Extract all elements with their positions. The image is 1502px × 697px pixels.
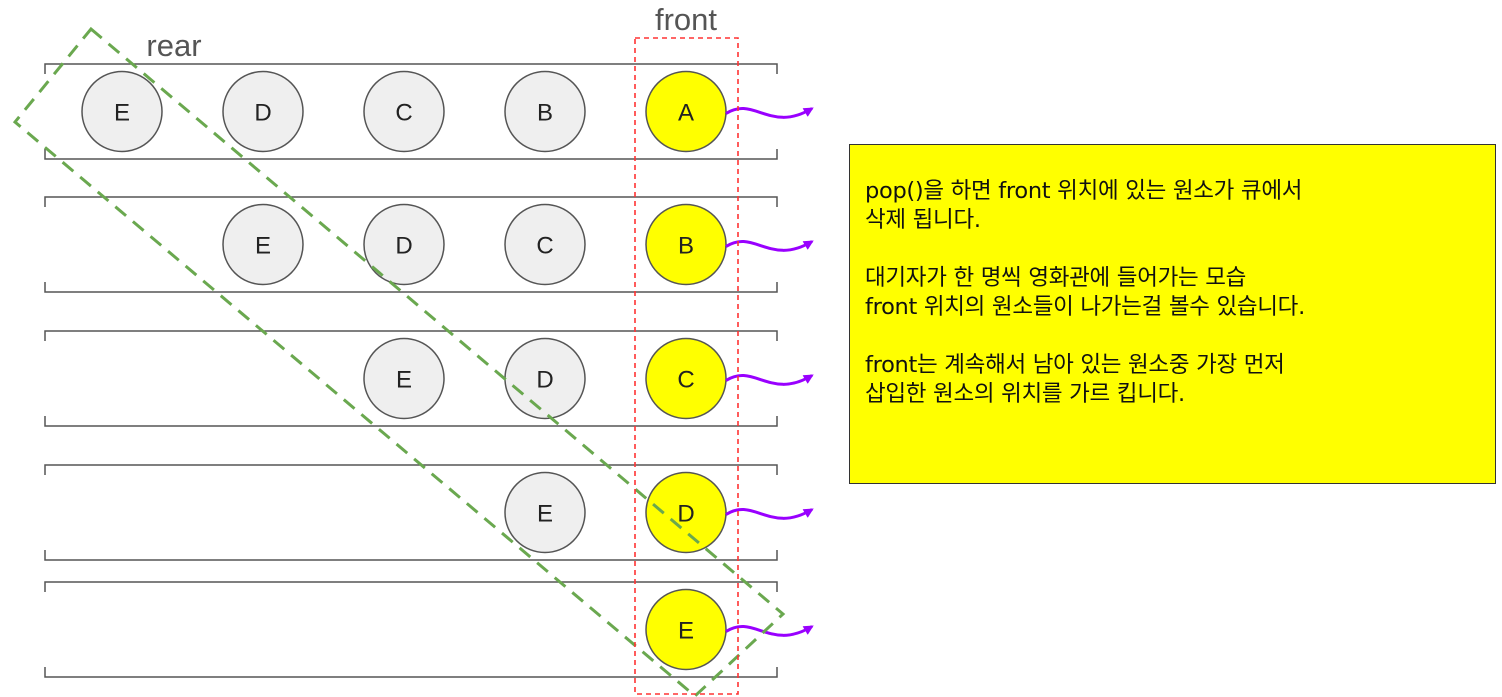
node-label: E: [537, 501, 553, 528]
note-line: 삭제 됩니다.: [865, 207, 981, 233]
node-label: E: [255, 233, 271, 260]
node-label: E: [678, 618, 694, 645]
queued-node: [222, 203, 304, 286]
pop-exit-arrow: [725, 374, 814, 386]
front-node: [645, 588, 727, 671]
queued-node: [363, 70, 445, 153]
pop-exit-arrow: [725, 240, 814, 252]
pop-exit-arrow: [725, 508, 814, 520]
front-node: [645, 203, 727, 286]
node-label: D: [536, 367, 553, 394]
note-spacer: [865, 322, 1495, 351]
front-node: [645, 471, 727, 554]
front-label: front: [655, 2, 717, 37]
node-label: B: [537, 100, 553, 127]
rear-marker: [12, 26, 786, 697]
note-line: front는 계속해서 남아 있는 원소중 가장 먼저: [865, 352, 1285, 378]
queue-row: E: [44, 581, 814, 678]
node-label: C: [536, 233, 553, 260]
rear-label: rear: [146, 28, 201, 63]
queue-frame: [44, 330, 778, 427]
node-label: D: [395, 233, 412, 260]
queued-node: [504, 203, 586, 286]
node-label: D: [254, 100, 271, 127]
queued-node: [363, 337, 445, 420]
queued-node: [504, 70, 586, 153]
front-marker: [634, 37, 739, 695]
pop-exit-arrow: [725, 107, 814, 119]
node-label: A: [678, 100, 694, 127]
queue-frame: [44, 464, 778, 561]
queued-node: [222, 70, 304, 153]
queued-node: [81, 70, 163, 153]
note-line: 대기자가 한 명씩 영화관에 들어가는 모습: [865, 265, 1247, 291]
node-label: E: [114, 100, 130, 127]
note-spacer: [865, 235, 1495, 264]
note-line: pop()을 하면 front 위치에 있는 원소가 큐에서: [865, 178, 1303, 204]
queue-frame: [44, 196, 778, 293]
front-node: [645, 70, 727, 153]
node-label: E: [396, 367, 412, 394]
node-label: B: [678, 233, 694, 260]
queued-node: [504, 471, 586, 554]
queued-node: [363, 203, 445, 286]
node-label: D: [677, 501, 694, 528]
queue-frame: [44, 581, 778, 678]
note-line: front 위치의 원소들이 나가는걸 볼수 있습니다.: [865, 294, 1305, 320]
queue-frame: [44, 63, 778, 160]
note-line: 삽입한 원소의 위치를 가르 킵니다.: [865, 381, 1185, 407]
front-node: [645, 337, 727, 420]
node-label: C: [395, 100, 412, 127]
node-label: C: [677, 367, 694, 394]
